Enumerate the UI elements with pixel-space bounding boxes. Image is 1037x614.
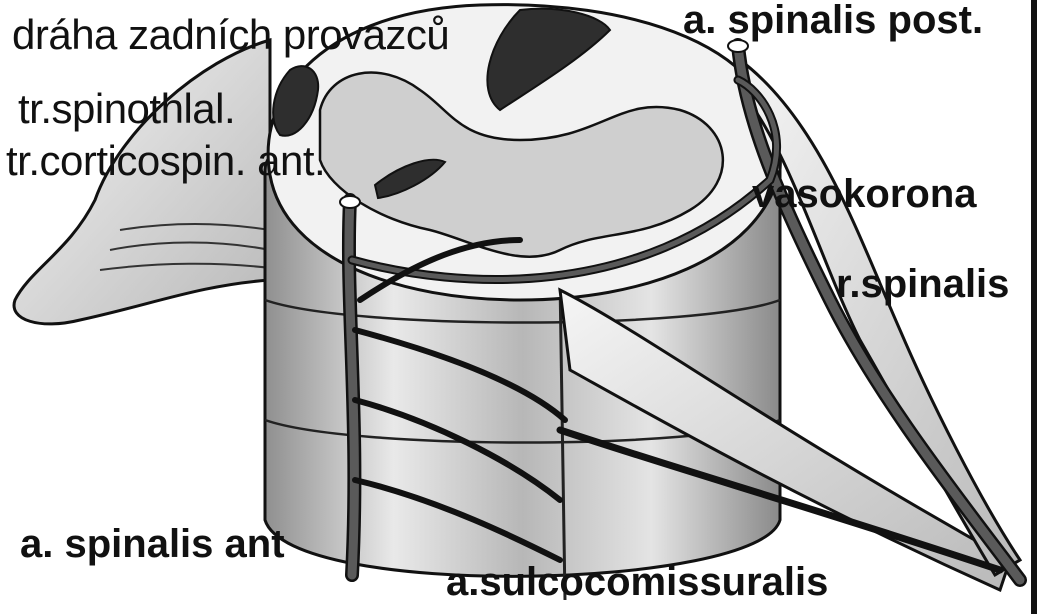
label-tr-corticospin-ant: tr.corticospin. ant. bbox=[6, 140, 325, 182]
label-a-spinalis-ant: a. spinalis ant bbox=[20, 524, 285, 564]
label-draha-zadnich-provazcu: dráha zadních provazců bbox=[12, 14, 449, 56]
label-a-spinalis-post: a. spinalis post. bbox=[683, 0, 983, 40]
label-tr-spinothlal: tr.spinothlal. bbox=[18, 88, 235, 130]
anterior-artery-cut-end bbox=[340, 196, 360, 208]
label-vasokorona: vasokorona bbox=[752, 174, 977, 214]
label-a-sulcocomissuralis: a.sulcocomissuralis bbox=[446, 562, 828, 602]
right-edge-strip bbox=[1031, 0, 1037, 614]
label-r-spinalis: r.spinalis bbox=[836, 264, 1009, 304]
